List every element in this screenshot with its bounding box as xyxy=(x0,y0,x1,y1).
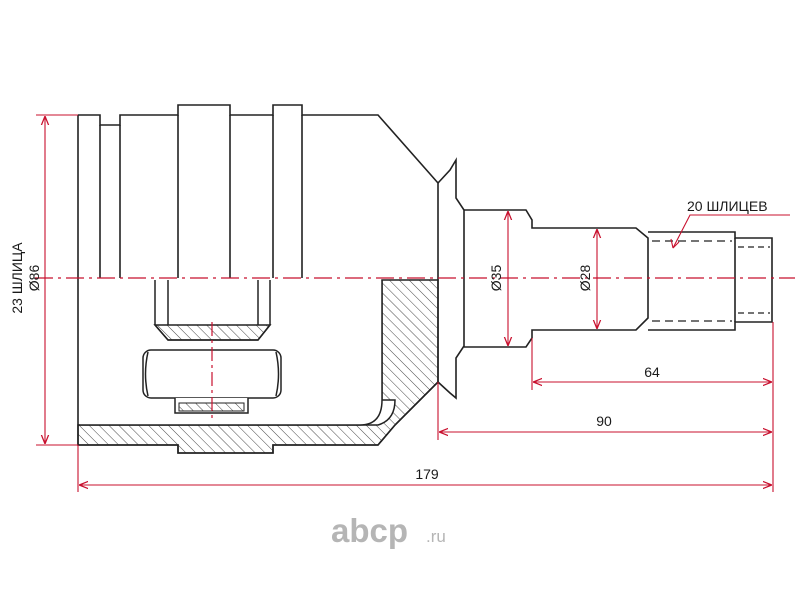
section-view xyxy=(77,279,439,454)
label-housing-diameter: Ø86 xyxy=(26,265,42,292)
brand-logo: abcp .ru xyxy=(331,512,446,549)
hatched-wall xyxy=(77,279,439,454)
label-housing-splines: 23 ШЛИЦА xyxy=(9,242,25,314)
label-overall-length: 179 xyxy=(415,466,439,482)
flange-outline-lower xyxy=(437,278,465,400)
logo-domain: .ru xyxy=(426,527,446,546)
label-shaft-diameter: Ø28 xyxy=(577,265,593,292)
logo-brand: abcp xyxy=(331,512,408,549)
label-stem-diameter: Ø35 xyxy=(488,265,504,292)
flange-outline xyxy=(437,157,465,278)
dimension-labels: 179 90 64 Ø35 Ø28 Ø86 23 ШЛИЦА 20 ШЛИЦЕВ xyxy=(9,198,768,482)
dimensions xyxy=(36,114,790,492)
spline-leader xyxy=(672,214,790,249)
spline-outline xyxy=(648,231,773,331)
label-stem-length: 90 xyxy=(596,413,612,429)
center-lines xyxy=(35,277,795,420)
label-shaft-splines: 20 ШЛИЦЕВ xyxy=(687,198,768,214)
housing-upper-outline xyxy=(78,104,439,278)
label-shaft-length: 64 xyxy=(644,364,660,380)
